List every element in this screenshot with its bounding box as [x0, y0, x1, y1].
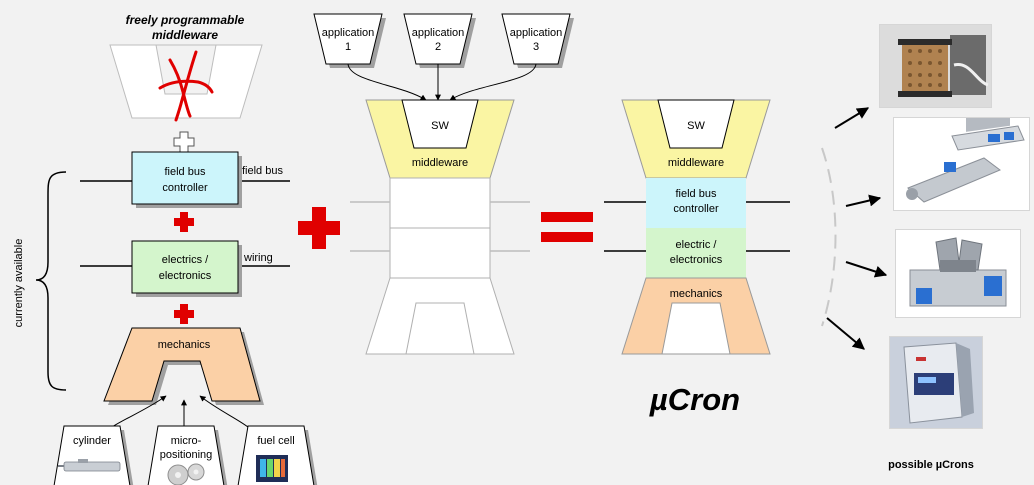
source-micro-positioning: micro- positioning [147, 425, 228, 485]
example-photo-fuel-cell-stack [879, 24, 992, 108]
field-bus-controller-label-1: field bus [165, 166, 206, 178]
field-bus-controller-label-2: controller [162, 182, 208, 194]
electrics-label-2: electronics [159, 270, 212, 282]
big-red-plus-icon [298, 207, 340, 249]
mechanics-shape [103, 327, 261, 402]
source-label-micro-1: micro- [171, 435, 202, 447]
result-mechanics-label: mechanics [670, 288, 723, 300]
arrow-app3 [449, 63, 537, 101]
generic-ucron-shape [350, 99, 530, 355]
application-1-label-1: application [322, 27, 375, 39]
source-label-fuel-cell: fuel cell [257, 435, 294, 447]
arrow-example-4 [826, 317, 865, 350]
possible-ucrons-caption: possible µCrons [888, 459, 974, 471]
result-field-bus-label-1: field bus [676, 188, 717, 200]
gear-icon [167, 463, 205, 485]
result-middleware-label: middleware [668, 157, 724, 169]
cylinder-icon [58, 459, 121, 472]
fuel-cell-icon [256, 455, 288, 482]
application-2-label-1: application [412, 27, 465, 39]
ucron-name: µCron [649, 382, 740, 417]
application-3-label-1: application [510, 27, 563, 39]
equals-icon [541, 212, 593, 242]
arrow-example-2 [845, 194, 882, 207]
currently-available-label: currently available [13, 239, 25, 328]
arrow-app1 [347, 63, 427, 101]
result-electrics-label-2: electronics [670, 254, 723, 266]
middleware-title-line2: middleware [152, 28, 218, 42]
electrics-label-1: electrics / [162, 254, 209, 266]
center-middleware-label: middleware [412, 157, 468, 169]
source-cylinder: cylinder [53, 425, 134, 485]
center-empty-slot-2 [389, 227, 491, 279]
result-sw-label: SW [687, 120, 705, 132]
example-photo-electric-cylinder [893, 111, 1030, 211]
source-fuel-cell: fuel cell [237, 425, 318, 485]
field-bus-controller-box [131, 151, 239, 205]
center-sw-label: SW [431, 120, 449, 132]
arrow-example-1 [834, 107, 870, 129]
arrow-fuel [199, 395, 249, 428]
red-plus-icon-2 [174, 304, 194, 324]
red-plus-icon-1 [174, 212, 194, 232]
mechanics-label: mechanics [158, 339, 211, 351]
result-field-bus-label-2: controller [673, 203, 719, 215]
result-field-bus-block [646, 178, 746, 228]
field-bus-wire-label: field bus [242, 165, 283, 177]
left-brace [35, 171, 67, 391]
arrow-cylinder [111, 395, 167, 428]
electrics-box [131, 240, 239, 294]
result-electrics-block [646, 228, 746, 278]
ucron-result-shape [604, 99, 790, 355]
example-photo-inverter [889, 336, 983, 429]
result-electrics-label-1: electric / [676, 239, 718, 251]
center-empty-slot-1 [389, 177, 491, 229]
result-sw-block [657, 99, 735, 149]
middleware-title-line1: freely programmable [126, 13, 245, 27]
arrow-example-3 [845, 261, 888, 278]
example-photo-gripper [895, 229, 1021, 318]
wiring-label: wiring [243, 252, 273, 264]
dashed-arc [821, 147, 837, 327]
source-label-micro-2: positioning [160, 449, 213, 461]
application-2: application 2 [403, 13, 476, 68]
center-sw-block [401, 99, 479, 149]
outline-plus-icon [173, 131, 195, 153]
application-3-label-2: 3 [533, 41, 539, 53]
application-1-label-2: 1 [345, 41, 351, 53]
application-2-label-2: 2 [435, 41, 441, 53]
application-3: application 3 [501, 13, 574, 68]
red-scribble-icon [158, 50, 214, 122]
application-1: application 1 [313, 13, 386, 68]
source-label-cylinder: cylinder [73, 435, 111, 447]
